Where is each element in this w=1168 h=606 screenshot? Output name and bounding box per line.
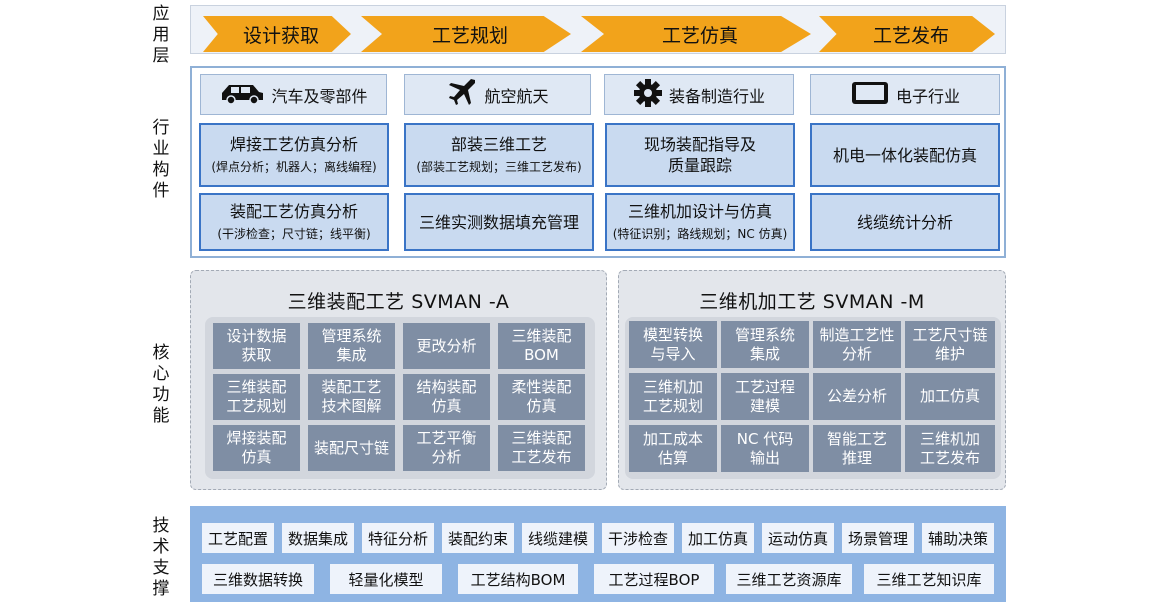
tech-item: 轻量化模型 <box>330 564 442 594</box>
industry-box-title: 三维机加设计与仿真 <box>627 202 772 221</box>
industry-box-mechatronic-sim: 机电一体化装配仿真 <box>810 123 1000 187</box>
industry-box-sub: (特征识别；路线规划；NC 仿真) <box>612 227 788 241</box>
core-cell: 三维装配 BOM <box>498 323 585 369</box>
tech-item: 三维工艺知识库 <box>864 564 994 594</box>
industry-header-electronics: 电子行业 <box>810 74 1000 115</box>
app-step-process-planning: 工艺规划 <box>361 16 571 52</box>
tech-item: 场景管理 <box>842 523 914 553</box>
tech-item: 运动仿真 <box>762 523 834 553</box>
label-industry-components: 行业构件 <box>152 118 170 201</box>
application-layer: 设计获取 工艺规划 工艺仿真 工艺发布 <box>190 5 1006 54</box>
core-cell: 更改分析 <box>403 323 490 369</box>
core-panel-title: 三维装配工艺 SVMAN -A <box>287 291 510 313</box>
core-panel-grid: 模型转换 与导入 管理系统 集成 制造工艺性 分析 工艺尺寸链 维护 三维机加 … <box>625 317 1001 479</box>
industry-box-onsite-guidance: 现场装配指导及 质量跟踪 <box>605 123 795 187</box>
tech-item: 工艺过程BOP <box>594 564 714 594</box>
tech-support-layer: 工艺配置 数据集成 特征分析 装配约束 线缆建模 干涉检查 加工仿真 运动仿真 … <box>190 506 1006 602</box>
core-cell: 加工成本 估算 <box>629 425 717 472</box>
industry-box-title: 现场装配指导及 质量跟踪 <box>643 135 756 175</box>
app-step-label: 工艺仿真 <box>661 24 738 47</box>
industry-box-sub: (干涉检查；尺寸链；线平衡) <box>217 227 371 241</box>
core-cell: 三维装配 工艺规划 <box>213 374 300 420</box>
tech-item: 数据集成 <box>282 523 354 553</box>
tech-item: 工艺配置 <box>202 523 274 553</box>
label-core-functions: 核心功能 <box>152 343 170 426</box>
label-application-layer: 应用层 <box>152 4 170 66</box>
tech-item: 干涉检查 <box>602 523 674 553</box>
core-cell: 模型转换 与导入 <box>629 321 717 368</box>
gear-icon <box>633 78 663 112</box>
core-cell: 管理系统 集成 <box>721 321 809 368</box>
industry-box-title: 焊接工艺仿真分析 <box>229 135 358 154</box>
core-panel-assembly: 三维装配工艺 SVMAN -A 设计数据 获取 管理系统 集成 更改分析 三维装… <box>190 270 607 490</box>
core-cell: 柔性装配 仿真 <box>498 374 585 420</box>
app-step-process-simulation: 工艺仿真 <box>581 16 811 52</box>
core-cell: 结构装配 仿真 <box>403 374 490 420</box>
app-step-label: 工艺发布 <box>872 24 949 47</box>
car-icon <box>219 81 265 109</box>
core-panel-grid: 设计数据 获取 管理系统 集成 更改分析 三维装配 BOM 三维装配 工艺规划 … <box>205 317 595 479</box>
industry-box-sub: (部装工艺规划；三维工艺发布) <box>416 160 582 174</box>
industry-box-welding-sim: 焊接工艺仿真分析 (焊点分析；机器人；离线编程) <box>199 123 389 187</box>
industry-box-title: 机电一体化装配仿真 <box>832 145 977 165</box>
industry-box-title: 三维实测数据填充管理 <box>418 212 579 232</box>
core-cell: 制造工艺性 分析 <box>813 321 901 368</box>
industry-layer: 汽车及零部件 航空航天 <box>190 66 1006 258</box>
core-cell: 工艺平衡 分析 <box>403 425 490 471</box>
label-tech-support: 技术支撑 <box>152 516 170 599</box>
tech-item: 加工仿真 <box>682 523 754 553</box>
tech-item: 工艺结构BOM <box>458 564 578 594</box>
core-cell: 装配尺寸链 <box>308 425 395 471</box>
core-cell: 三维机加 工艺规划 <box>629 373 717 420</box>
industry-box-sub: (焊点分析；机器人；离线编程) <box>211 160 377 174</box>
core-cell: 装配工艺 技术图解 <box>308 374 395 420</box>
tech-item: 装配约束 <box>442 523 514 553</box>
app-step-label: 工艺规划 <box>431 24 508 47</box>
core-cell: 公差分析 <box>813 373 901 420</box>
industry-box-machining-design: 三维机加设计与仿真 (特征识别；路线规划；NC 仿真) <box>605 193 795 251</box>
industry-header-aerospace: 航空航天 <box>404 74 591 115</box>
core-cell: 加工仿真 <box>905 373 995 420</box>
app-step-design-acquire: 设计获取 <box>203 16 351 52</box>
core-panel-machining: 三维机加工艺 SVMAN -M 模型转换 与导入 管理系统 集成 制造工艺性 分… <box>618 270 1006 490</box>
core-cell: 智能工艺 推理 <box>813 425 901 472</box>
industry-header-label: 装备制造行业 <box>668 86 765 106</box>
core-panel-title: 三维机加工艺 SVMAN -M <box>699 291 925 313</box>
tech-item: 特征分析 <box>362 523 434 553</box>
industry-box-assembly-sim: 装配工艺仿真分析 (干涉检查；尺寸链；线平衡) <box>199 193 389 251</box>
tech-item: 三维工艺资源库 <box>726 564 852 594</box>
industry-header-equipment: 装备制造行业 <box>604 74 794 115</box>
industry-box-subassembly-3d: 部装三维工艺 (部装工艺规划；三维工艺发布) <box>404 123 594 187</box>
industry-box-title: 装配工艺仿真分析 <box>229 202 358 221</box>
core-cell: 三维装配 工艺发布 <box>498 425 585 471</box>
core-cell: 设计数据 获取 <box>213 323 300 369</box>
industry-header-label: 汽车及零部件 <box>271 86 368 106</box>
tech-item: 三维数据转换 <box>202 564 314 594</box>
industry-header-label: 电子行业 <box>895 86 960 106</box>
core-cell: NC 代码 输出 <box>721 425 809 472</box>
industry-header-auto: 汽车及零部件 <box>200 74 387 115</box>
core-cell: 焊接装配 仿真 <box>213 425 300 471</box>
app-step-label: 设计获取 <box>242 24 319 47</box>
tech-item: 线缆建模 <box>522 523 594 553</box>
core-cell: 工艺过程 建模 <box>721 373 809 420</box>
airplane-icon <box>446 77 478 113</box>
industry-box-title: 线缆统计分析 <box>856 212 953 232</box>
core-cell: 三维机加 工艺发布 <box>905 425 995 472</box>
core-cell: 工艺尺寸链 维护 <box>905 321 995 368</box>
monitor-icon <box>850 80 890 110</box>
industry-box-title: 部装三维工艺 <box>450 135 547 154</box>
core-cell: 管理系统 集成 <box>308 323 395 369</box>
tech-item: 辅助决策 <box>922 523 994 553</box>
industry-header-label: 航空航天 <box>484 86 549 106</box>
industry-box-cable-stats: 线缆统计分析 <box>810 193 1000 251</box>
app-step-process-release: 工艺发布 <box>819 16 995 52</box>
industry-box-measured-data: 三维实测数据填充管理 <box>404 193 594 251</box>
